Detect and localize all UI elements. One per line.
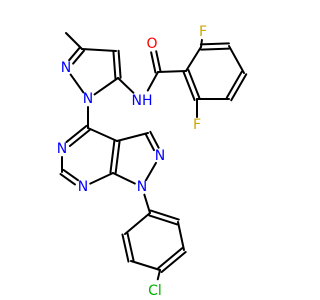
pyrazole-n1-label: N	[83, 91, 93, 107]
double-bond	[59, 173, 76, 186]
single-bond	[81, 48, 117, 52]
double-bond	[117, 49, 122, 79]
single-bond	[146, 71, 159, 92]
bicycle-n-left-top-label: N	[57, 141, 67, 157]
molecule-structure: O NH F F N N N N N N Cl	[57, 24, 248, 299]
single-bond	[145, 161, 157, 182]
double-bond	[68, 46, 82, 62]
double-bond	[149, 130, 160, 149]
single-bond	[117, 77, 135, 94]
single-bond	[93, 77, 119, 96]
chlorine-atom-label: Cl	[148, 283, 162, 299]
double-bond	[114, 140, 121, 175]
double-bond	[126, 232, 135, 262]
double-bond	[68, 129, 91, 147]
single-bond	[89, 172, 114, 185]
double-bond	[148, 214, 179, 226]
amide-nh-label: NH	[132, 93, 153, 109]
single-bond	[177, 221, 185, 251]
single-bond	[69, 73, 85, 94]
pyrazole-n2-label: N	[61, 60, 71, 76]
bicycle-n-right-bottom-label: N	[137, 179, 147, 195]
single-bond	[116, 132, 149, 142]
double-bond	[144, 133, 155, 152]
single-bond	[87, 127, 118, 142]
double-bond	[160, 250, 187, 273]
single-bond	[124, 212, 151, 235]
double-bond	[230, 73, 248, 102]
bond-lines	[59, 32, 248, 281]
double-bond	[65, 124, 88, 143]
double-bond	[200, 47, 231, 51]
double-bond	[150, 51, 157, 74]
single-bond	[185, 46, 202, 72]
single-bond	[112, 172, 136, 185]
double-bond	[187, 69, 201, 100]
double-bond	[225, 70, 243, 99]
single-bond	[65, 32, 83, 50]
single-bond	[157, 70, 187, 73]
atom-labels: O NH F F N N N N N N Cl	[57, 24, 207, 299]
double-bond	[72, 49, 85, 65]
single-bond	[130, 260, 161, 271]
double-bond	[121, 233, 130, 263]
single-bond	[200, 38, 203, 48]
fluorine-bottom-label: F	[193, 117, 201, 133]
double-bond	[157, 247, 184, 270]
bicycle-n-left-bottom-label: N	[78, 179, 88, 195]
double-bond	[112, 50, 117, 80]
double-bond	[62, 168, 80, 182]
single-bond	[143, 193, 151, 214]
double-bond	[155, 50, 162, 73]
bicycle-n-right-top-label: N	[155, 148, 165, 164]
double-bond	[182, 70, 196, 101]
fluorine-top-label: F	[199, 24, 207, 40]
single-bond	[156, 269, 161, 281]
oxygen-atom-label: O	[146, 36, 157, 52]
double-bond	[109, 139, 116, 174]
double-bond	[149, 209, 180, 221]
double-bond	[199, 42, 230, 46]
single-bond	[228, 45, 245, 74]
